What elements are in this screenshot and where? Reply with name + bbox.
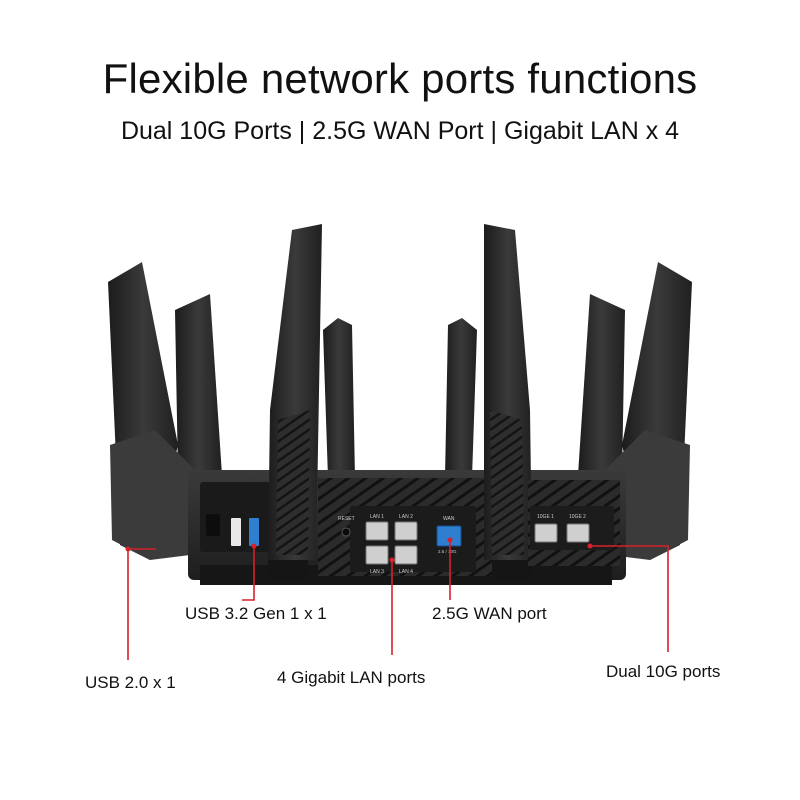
antenna-front-right-foot — [492, 560, 532, 580]
callout-usb2-dot — [125, 546, 131, 552]
wan-sub-label: 2.5 / 10G — [438, 549, 457, 554]
side-fin-left — [110, 430, 195, 560]
reset-button — [341, 527, 351, 537]
lan-port-1 — [365, 521, 389, 541]
callout-usb3-line — [242, 546, 255, 601]
callout-wan-dot — [447, 537, 453, 543]
callout-10g-label: Dual 10G ports — [606, 662, 721, 681]
antenna-right-inner — [578, 294, 625, 510]
usb3-port — [249, 518, 259, 546]
lan-port-4 — [394, 545, 418, 565]
callout-lan-label: 4 Gigabit LAN ports — [277, 668, 426, 687]
usb2-port — [231, 518, 241, 546]
antenna-front-left-foot — [268, 560, 308, 580]
lan3-label: LAN 3 — [370, 569, 384, 575]
wan-label: WAN — [443, 516, 455, 522]
callout-dots — [125, 537, 593, 563]
callout-10g-dot — [587, 543, 593, 549]
ten-g-port-1 — [534, 523, 558, 543]
antenna-center-right — [445, 318, 477, 478]
antenna-front-left-vent — [276, 410, 310, 555]
wan-port — [436, 525, 462, 547]
ten-g1-label: 10GE 1 — [537, 514, 554, 520]
antenna-front-right-vent — [490, 410, 524, 555]
callout-usb2-label: USB 2.0 x 1 — [85, 673, 176, 692]
lan4-label: LAN 4 — [399, 569, 413, 575]
headline: Flexible network ports functions — [102, 55, 698, 102]
ten-g2-label: 10GE 2 — [569, 514, 586, 520]
side-fin-right — [605, 430, 690, 560]
antenna-left-inner — [175, 294, 222, 510]
lan-port-2 — [394, 521, 418, 541]
callout-lan-dot — [389, 557, 395, 563]
lan1-label: LAN 1 — [370, 514, 384, 520]
power-button — [206, 514, 220, 536]
antenna-center-left — [323, 318, 355, 478]
callout-10g-line — [590, 545, 669, 652]
ten-g-port-2 — [566, 523, 590, 543]
callout-usb2-line — [127, 548, 156, 660]
callout-usb3-label: USB 3.2 Gen 1 x 1 — [185, 604, 327, 623]
reset-label: RESET — [338, 516, 355, 522]
callout-usb3-dot — [251, 543, 257, 549]
callout-wan-label: 2.5G WAN port — [432, 604, 547, 623]
subheadline: Dual 10G Ports | 2.5G WAN Port | Gigabit… — [120, 117, 680, 145]
lan-port-3 — [365, 545, 389, 565]
lan2-label: LAN 2 — [399, 514, 413, 520]
